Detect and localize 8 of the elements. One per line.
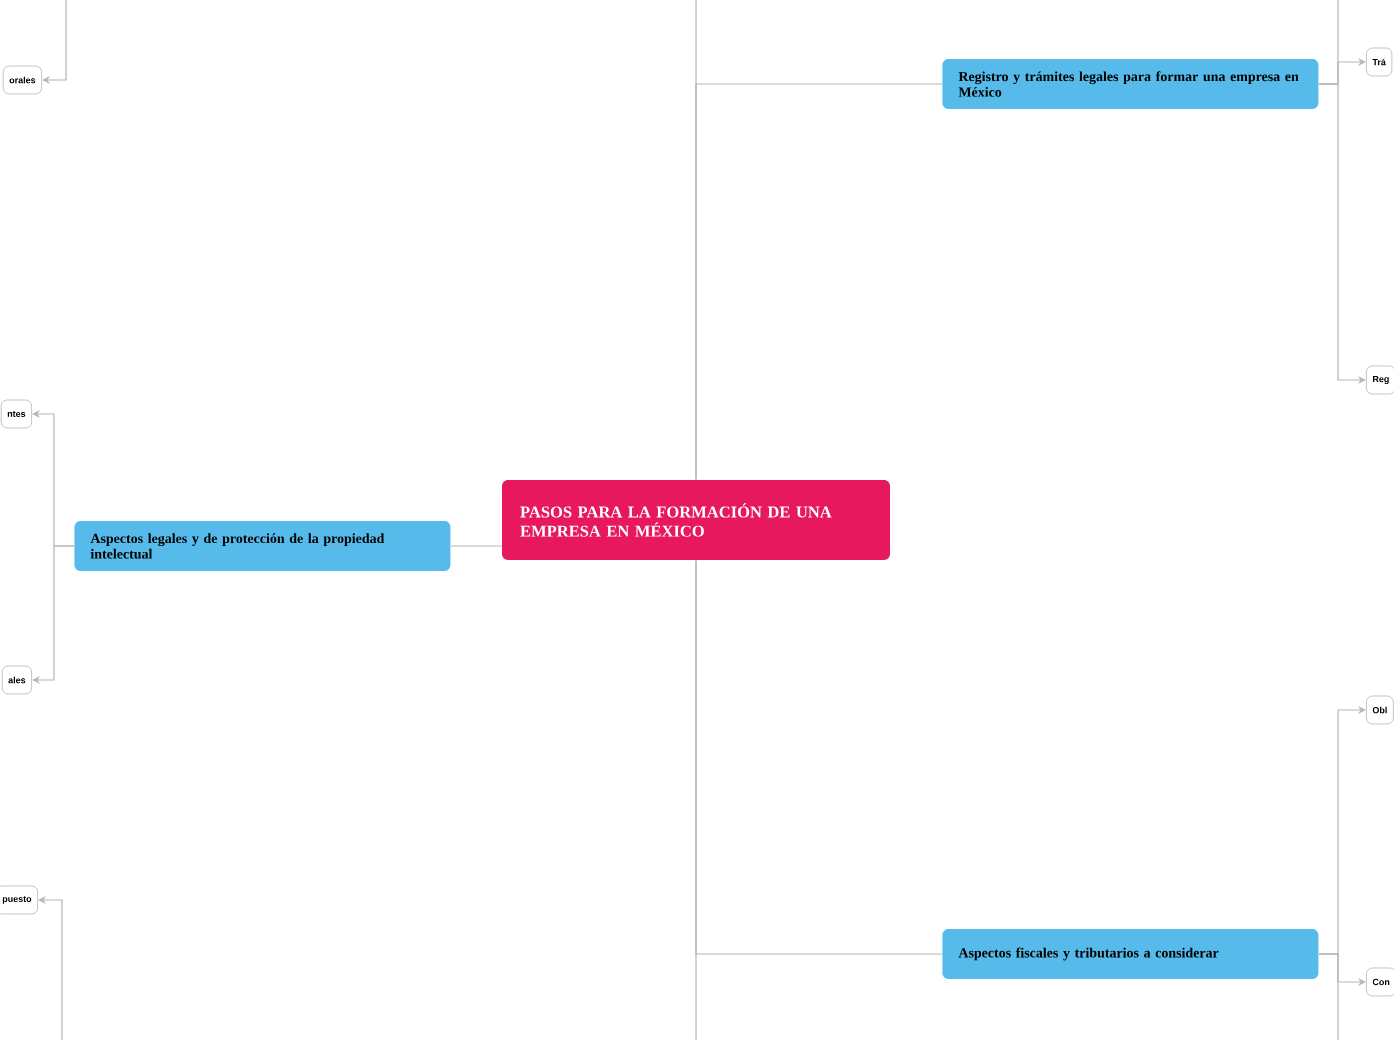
connector xyxy=(695,559,697,1040)
connector xyxy=(1318,953,1339,1040)
connector xyxy=(450,545,503,547)
topic-box: PASOS PARA LA FORMACIÓN DE UNA EMPRESA EN MÉXICO xyxy=(502,480,890,560)
connector xyxy=(42,0,67,85)
connector xyxy=(695,0,697,481)
connector xyxy=(1318,0,1339,85)
connector xyxy=(32,545,75,685)
